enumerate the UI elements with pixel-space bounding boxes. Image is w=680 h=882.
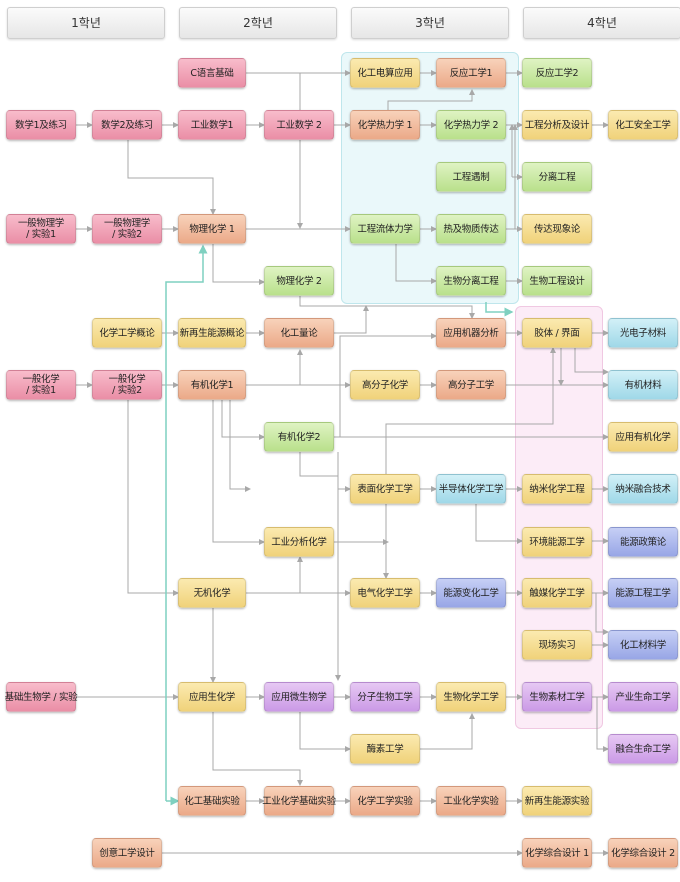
course-basic-bio[interactable]: 基础生物学 / 实验: [5, 682, 78, 712]
course-thermo2[interactable]: 化学热力学 2: [436, 110, 506, 140]
course-inorg-chem[interactable]: 无机化学: [178, 578, 246, 608]
course-phys-chem1[interactable]: 物理化学 1: [178, 214, 246, 244]
course-ind-anal-chem[interactable]: 工业分析化学: [264, 527, 334, 557]
course-gen-phys2[interactable]: 一般物理学 / 实验2: [92, 214, 162, 244]
course-c-lang[interactable]: C语言基础: [178, 58, 246, 88]
course-optoelec[interactable]: 光电子材料: [608, 318, 678, 348]
course-polymer-eng[interactable]: 高分子工学: [436, 370, 506, 400]
course-renew-exp[interactable]: 新再生能源实验: [522, 786, 592, 816]
course-math2[interactable]: 数学2及练习: [92, 110, 162, 140]
course-chem-basic-exp[interactable]: 化工基础实验: [178, 786, 246, 816]
course-ind-chem-exp[interactable]: 工业化学实验: [436, 786, 506, 816]
course-energy-conv[interactable]: 能源变化工学: [436, 578, 506, 608]
course-electrochem[interactable]: 电气化学工学: [350, 578, 420, 608]
course-bio-material[interactable]: 生物素材工学: [522, 682, 592, 712]
course-thermo1[interactable]: 化学热力学 1: [350, 110, 420, 140]
course-heat-mass[interactable]: 热及物质传达: [436, 214, 506, 244]
course-org-chem2[interactable]: 有机化学2: [264, 422, 334, 452]
course-renew-intro[interactable]: 新再生能源概论: [178, 318, 246, 348]
course-semicon[interactable]: 半导体化学工学: [436, 474, 506, 504]
course-app-microbio[interactable]: 应用微生物学: [264, 682, 334, 712]
course-enzyme[interactable]: 酶素工学: [350, 734, 420, 764]
course-bio-design[interactable]: 生物工程设计: [522, 266, 592, 296]
course-biochem-eng[interactable]: 生物化学工学: [436, 682, 506, 712]
course-ind-life[interactable]: 产业生命工学: [608, 682, 678, 712]
course-ind-math2[interactable]: 工业数学 2: [264, 110, 334, 140]
year-header-4: 4학년: [523, 7, 680, 39]
course-proc-anal[interactable]: 工程分析及设计: [522, 110, 592, 140]
course-surface-chem[interactable]: 表面化学工学: [350, 474, 420, 504]
course-app-org-chem[interactable]: 应用有机化学: [608, 422, 678, 452]
course-colloid[interactable]: 胶体 / 界面: [522, 318, 592, 348]
course-ind-math1[interactable]: 工业数学1: [178, 110, 246, 140]
course-process-ctrl[interactable]: 工程遇制: [436, 162, 506, 192]
year-header-3: 3학년: [351, 7, 509, 39]
course-env-energy[interactable]: 环境能源工学: [522, 527, 592, 557]
course-nano-fusion[interactable]: 纳米融合技术: [608, 474, 678, 504]
course-chem-quant[interactable]: 化工量论: [264, 318, 334, 348]
course-chem-eng-exp[interactable]: 化学工学实验: [350, 786, 420, 816]
course-chem-comp[interactable]: 化工电算应用: [350, 58, 420, 88]
course-catalysis[interactable]: 触媒化学工学: [522, 578, 592, 608]
course-separation[interactable]: 分离工程: [522, 162, 592, 192]
course-transport[interactable]: 传达现象论: [522, 214, 592, 244]
course-mol-bio[interactable]: 分子生物工学: [350, 682, 420, 712]
course-chem-safety[interactable]: 化工安全工学: [608, 110, 678, 140]
course-reaction2[interactable]: 反应工学2: [522, 58, 592, 88]
year-header-1: 1학년: [7, 7, 165, 39]
course-reaction1[interactable]: 反应工学1: [436, 58, 506, 88]
course-chem-materials[interactable]: 化工材料学: [608, 630, 678, 660]
course-app-instr[interactable]: 应用机器分析: [436, 318, 506, 348]
course-chem-design1[interactable]: 化学综合设计 1: [522, 838, 592, 868]
course-math1[interactable]: 数学1及练习: [6, 110, 76, 140]
course-field-training[interactable]: 现场实习: [522, 630, 592, 660]
year-header-2: 2학년: [179, 7, 337, 39]
course-ind-chem-basic-exp[interactable]: 工业化学基础实验: [262, 786, 336, 816]
course-phys-chem2[interactable]: 物理化学 2: [264, 266, 334, 296]
course-creative-design[interactable]: 创意工学设计: [92, 838, 162, 868]
course-chem-eng-intro[interactable]: 化学工学概论: [92, 318, 162, 348]
course-nano-chem[interactable]: 纳米化学工程: [522, 474, 592, 504]
course-energy-eng[interactable]: 能源工程工学: [608, 578, 678, 608]
course-fusion-life[interactable]: 融合生命工学: [608, 734, 678, 764]
course-gen-phys1[interactable]: 一般物理学 / 实验1: [6, 214, 76, 244]
course-app-biochem[interactable]: 应用生化学: [178, 682, 246, 712]
course-gen-chem1[interactable]: 一般化学 / 实验1: [6, 370, 76, 400]
course-chem-design2[interactable]: 化学综合设计 2: [608, 838, 678, 868]
course-organic-mat[interactable]: 有机材料: [608, 370, 678, 400]
course-polymer-chem[interactable]: 高分子化学: [350, 370, 420, 400]
course-org-chem1[interactable]: 有机化学1: [178, 370, 246, 400]
course-gen-chem2[interactable]: 一般化学 / 实验2: [92, 370, 162, 400]
course-bio-sep[interactable]: 生物分离工程: [436, 266, 506, 296]
course-energy-policy[interactable]: 能源政策论: [608, 527, 678, 557]
course-fluid[interactable]: 工程流体力学: [350, 214, 420, 244]
